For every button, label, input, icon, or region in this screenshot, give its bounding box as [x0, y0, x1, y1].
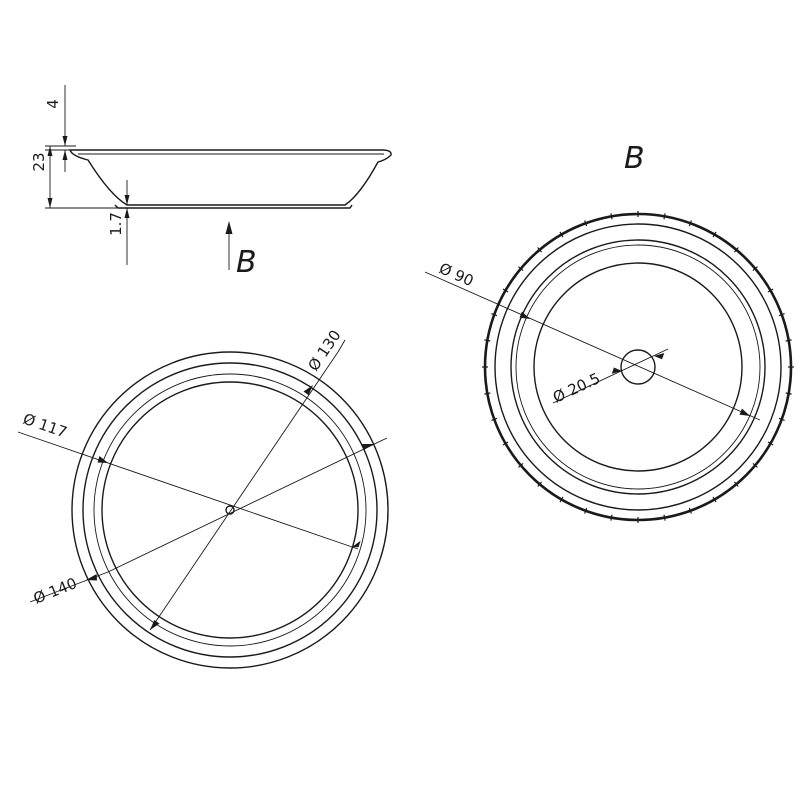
arrowhead [303, 385, 313, 396]
rim-tick [752, 266, 758, 272]
dim-label-outer-diameter: Ø 140 [31, 574, 80, 608]
bowl-edge-circle [93, 373, 367, 647]
side-view-profile [69, 149, 392, 206]
rim-tick [491, 313, 498, 317]
view-arrow-head [225, 221, 233, 234]
rim-tick [559, 496, 564, 503]
arrowhead [86, 574, 97, 581]
rim-tick [518, 266, 524, 272]
side-view: 4 23 1.7 B [30, 85, 392, 280]
rim-tick [502, 288, 509, 293]
dim-line-outer-diameter [107, 437, 388, 573]
rim-tick [778, 313, 785, 317]
side-view-foot [114, 204, 353, 209]
rim-tick [610, 514, 613, 521]
arrowhead [62, 136, 68, 146]
arrowhead [611, 367, 622, 374]
dim-label-hole-diameter: Ø 20.5 [550, 369, 603, 406]
rim-tick [752, 462, 758, 468]
arrowhead [739, 408, 750, 416]
rim-tick [712, 231, 717, 238]
rim-tick [484, 339, 491, 342]
rim-tick [733, 247, 739, 253]
rim-inner-circle [82, 362, 378, 658]
dim-line-rim-inner-ext [337, 339, 346, 353]
rim-tick [537, 481, 543, 487]
dim-line-inner-diameter [17, 431, 359, 550]
view-title: B [624, 141, 645, 176]
rim-tick [491, 417, 498, 421]
dim-label-height: 23 [30, 152, 48, 171]
base-circle [533, 262, 743, 472]
rim-tick [663, 213, 666, 220]
rim-tick [767, 441, 774, 446]
rim-inner-circle [494, 223, 782, 511]
rim-tick [518, 462, 524, 468]
arrowhead [361, 444, 374, 451]
arrowhead [124, 208, 130, 218]
rim-tick [559, 231, 564, 238]
foot-outer-circle [510, 239, 766, 495]
rim-tick [778, 417, 785, 421]
dim-line-hole-diameter [552, 348, 669, 404]
outer-rim-circle [483, 212, 793, 522]
rim-tick-marks [482, 211, 794, 523]
dim-label-foot-height: 1.7 [107, 212, 125, 236]
outer-rim-circle [71, 351, 389, 669]
rim-tick [785, 392, 792, 395]
rim-tick [502, 441, 509, 446]
rim-tick [663, 514, 666, 521]
rim-tick [610, 213, 613, 220]
view-arrow-label: B [236, 245, 257, 280]
arrowhead [150, 620, 160, 630]
arrowhead [47, 146, 53, 156]
rim-tick [484, 392, 491, 395]
dim-label-inner-diameter: Ø 117 [21, 410, 70, 442]
dim-label-rim-thickness: 4 [44, 99, 62, 109]
arrowhead [352, 540, 361, 548]
rim-tick [733, 481, 739, 487]
arrowhead [62, 150, 68, 160]
rim-tick [688, 220, 692, 227]
arrowhead [47, 198, 53, 208]
rim-tick [584, 220, 588, 227]
top-view: Ø 117 Ø 130 Ø 140 [17, 327, 389, 669]
rim-tick [688, 507, 692, 514]
dim-line-base-diameter [424, 271, 761, 421]
bowl-inner-circle [101, 381, 359, 639]
rim-tick [785, 339, 792, 342]
rim-tick [712, 496, 717, 503]
arrowhead [124, 195, 130, 205]
rim-tick [537, 247, 543, 253]
arrowhead [654, 353, 665, 360]
foot-inner-circle [515, 244, 761, 490]
rim-tick [767, 288, 774, 293]
arrowhead [519, 311, 530, 319]
center-hole-circle [620, 349, 656, 385]
dim-line-rim-inner-diameter [149, 351, 339, 631]
arrowhead [97, 456, 108, 463]
rim-tick [584, 507, 588, 514]
center-mark [225, 505, 235, 515]
bottom-view: B Ø 90 Ø 20.5 [424, 141, 794, 523]
